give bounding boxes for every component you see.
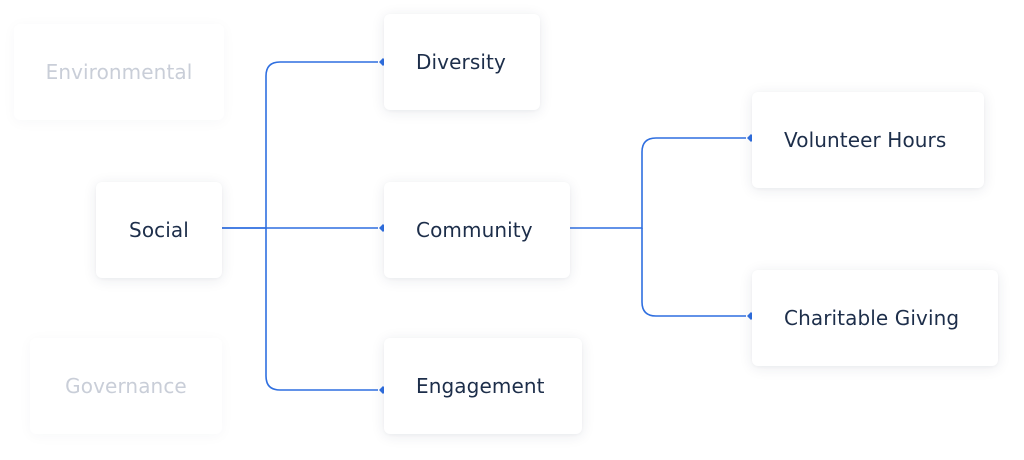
node-community-label: Community	[416, 218, 533, 242]
node-community: Community	[384, 182, 570, 278]
node-engagement: Engagement	[384, 338, 582, 434]
node-charitable-giving-label: Charitable Giving	[784, 306, 960, 330]
connector-social-to-engagement	[265, 228, 378, 391]
node-diversity: Diversity	[384, 14, 540, 110]
node-environmental: Environmental	[14, 24, 224, 120]
node-engagement-label: Engagement	[416, 374, 545, 398]
node-governance-label: Governance	[65, 374, 187, 398]
node-volunteer-hours-label: Volunteer Hours	[784, 128, 947, 152]
connector-community-to-charitable	[641, 228, 746, 317]
node-social: Social	[96, 182, 222, 278]
connector-social-to-diversity	[222, 61, 378, 229]
node-volunteer-hours: Volunteer Hours	[752, 92, 984, 188]
node-environmental-label: Environmental	[45, 60, 193, 84]
node-charitable-giving: Charitable Giving	[752, 270, 998, 366]
connector-community-to-volunteer	[570, 137, 746, 229]
node-diversity-label: Diversity	[416, 50, 506, 74]
node-governance: Governance	[30, 338, 222, 434]
node-social-label: Social	[129, 218, 189, 242]
